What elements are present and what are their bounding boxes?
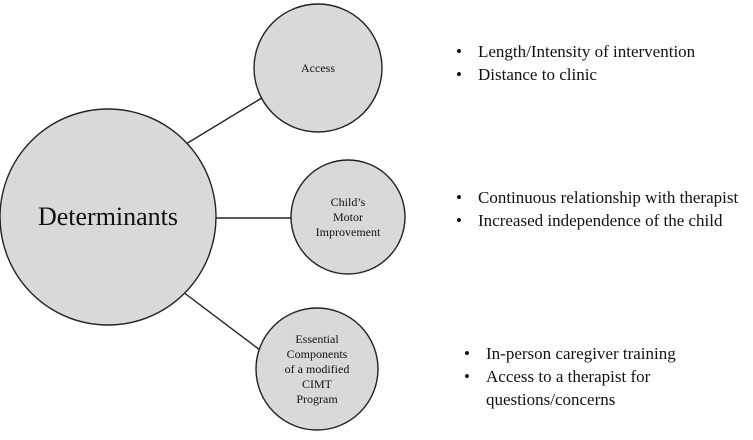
cimt-bullet-list: In-person caregiver training Access to a…: [460, 342, 735, 411]
cimt-bullet-item: In-person caregiver training: [460, 342, 735, 365]
access-circle: [253, 3, 383, 133]
motor-bullet-list: Continuous relationship with therapist I…: [452, 186, 747, 232]
access-bullet-list: Length/Intensity of intervention Distanc…: [452, 40, 742, 86]
connector-cimt: [182, 291, 265, 354]
center-label: Determinants: [37, 202, 179, 231]
access-label: Access: [301, 60, 335, 75]
access-bullet-item: Distance to clinic: [452, 63, 742, 86]
center-circle: [0, 108, 217, 326]
motor-label: Child’s Motor Improvement: [315, 194, 381, 239]
motor-circle: [290, 159, 406, 275]
motor-bullet-item: Continuous relationship with therapist: [452, 186, 747, 209]
connector-access: [180, 92, 271, 148]
motor-bullet-item: Increased independence of the child: [452, 209, 747, 232]
cimt-bullet-item: Access to a therapist for questions/conc…: [460, 365, 735, 411]
cimt-label: Essential Components of a modified CIMT …: [284, 331, 350, 406]
cimt-circle: [255, 307, 379, 431]
access-bullet-item: Length/Intensity of intervention: [452, 40, 742, 63]
